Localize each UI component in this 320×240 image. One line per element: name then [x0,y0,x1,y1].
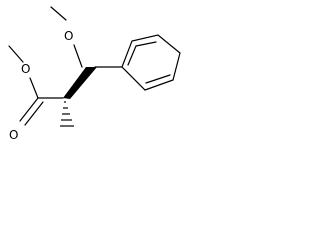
hash-bond-c2-methyl [60,101,74,127]
bond-ester-o-carbonyl-c [29,77,39,99]
wedge-bond-c3-c2 [63,67,97,99]
bond-ester-methyl [8,45,24,63]
phenyl-inner-bond-1 [135,41,157,47]
bond-methoxy-methyl [50,6,67,21]
molecule-structure: O O O [8,6,181,142]
bond-methoxy-o-c3 [73,44,83,68]
atom-o-carbonyl: O [9,128,18,142]
atom-o-methoxy: O [64,29,73,43]
phenyl-inner-bond-3 [127,45,137,66]
bond-carbonyl-2 [24,101,44,126]
phenyl-ring [121,34,181,91]
bond-carbonyl-1 [19,97,39,122]
atom-o-ester: O [21,62,30,76]
phenyl-inner-bond-2 [145,74,171,84]
